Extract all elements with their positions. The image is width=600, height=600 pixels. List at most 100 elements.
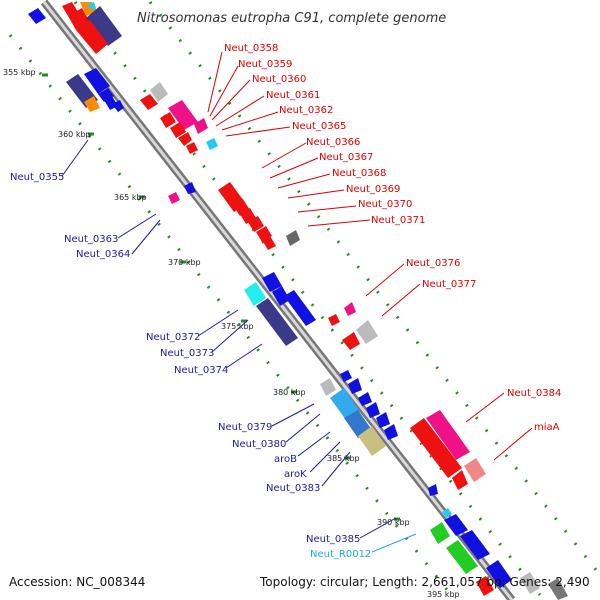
gene-label: Neut_0372 (146, 332, 200, 343)
gene-label: aroB (274, 454, 297, 465)
gene-arrow (330, 388, 360, 420)
gene-label: aroK (284, 469, 307, 480)
gene-features (28, 2, 568, 600)
gene-arrow (86, 6, 122, 46)
gene-arrow (444, 514, 468, 536)
gene-arrow (178, 132, 192, 146)
gene-arrow (464, 458, 486, 482)
gene-label: Neut_0379 (218, 422, 272, 433)
gene-label-rna: Neut_R0012 (310, 549, 371, 560)
gene-label: miaA (534, 422, 560, 433)
gene-arrow (286, 230, 300, 246)
gene-arrow (76, 20, 108, 54)
gene-label: Neut_0362 (279, 105, 333, 116)
gene-arrow (248, 216, 264, 232)
gene-label: Neut_0371 (371, 215, 425, 226)
tick-label: 375 kbp (221, 322, 254, 331)
gene-label: Neut_0370 (358, 199, 412, 210)
gene-arrow (256, 298, 298, 346)
leader-line-rna (371, 533, 417, 553)
gene-arrow (520, 572, 540, 594)
gene-arrow (358, 426, 386, 456)
gene-label: Neut_0374 (174, 365, 228, 376)
gene-arrow (184, 182, 196, 194)
tick-label: 380 kbp (273, 388, 306, 397)
gene-arrow (168, 192, 180, 204)
gene-label: Neut_0358 (224, 43, 278, 54)
gene-arrow (476, 576, 494, 596)
gene-arrow (194, 118, 208, 134)
gene-arrow (442, 508, 452, 518)
gene-arrow (452, 470, 468, 490)
gene-arrow (410, 418, 462, 478)
gene-label: Neut_0373 (160, 348, 214, 359)
gene-arrow (272, 286, 290, 306)
gene-arrow (244, 282, 266, 306)
tick-label: 355 kbp (3, 68, 36, 77)
gene-arrow (62, 2, 78, 16)
gene-label: Neut_0377 (422, 279, 476, 290)
gene-arrow (446, 540, 478, 574)
gene-arrow (428, 484, 438, 496)
gene-arrow (98, 88, 114, 102)
gene-label: Neut_0366 (306, 137, 360, 148)
gene-arrow (340, 370, 352, 382)
gene-arrow (84, 96, 100, 112)
gene-label: Neut_0365 (292, 121, 346, 132)
gene-arrow (328, 314, 340, 326)
gene-label: Neut_0376 (406, 258, 460, 269)
gene-arrow (206, 138, 218, 150)
leader-lines-right (207, 51, 533, 461)
accession-label: Accession: NC_008344 (9, 575, 145, 589)
tick-label: 365 kbp (114, 193, 147, 202)
tick-label: 390 kbp (377, 518, 410, 527)
gene-arrow (284, 290, 316, 326)
gene-arrow (320, 378, 336, 396)
gene-arrow (112, 100, 124, 112)
gene-arrow (356, 320, 378, 344)
gene-arrow (460, 530, 490, 560)
gene-arrow (358, 392, 372, 406)
gene-label: Neut_0359 (238, 59, 292, 70)
gene-arrow (160, 112, 176, 128)
gene-arrow (342, 332, 360, 350)
gene-labels-left: Neut_0355 Neut_0363 Neut_0364 Neut_0372 … (10, 172, 371, 560)
gene-label: Neut_0364 (76, 249, 130, 260)
gene-arrow (150, 82, 168, 102)
gene-arrow (140, 94, 158, 110)
leader-lines-left (61, 139, 397, 539)
gene-label: Neut_0363 (64, 234, 118, 245)
gene-arrow (430, 522, 450, 544)
tick-marks (42, 73, 400, 521)
gene-label: Neut_0385 (306, 534, 360, 545)
gene-arrow (376, 412, 390, 428)
tick-label: 385 kbp (327, 454, 360, 463)
gene-arrow (366, 402, 380, 418)
gene-label: Neut_0368 (332, 168, 386, 179)
gene-arrow (168, 100, 198, 130)
topology-summary: Topology: circular; Length: 2,661,057 bp… (259, 575, 590, 589)
map-title: Nitrosomonas eutropha C91, complete geno… (137, 11, 446, 26)
gene-arrow (88, 2, 96, 10)
gene-arrow (186, 142, 198, 154)
gene-labels-right: Neut_0358 Neut_0359 Neut_0360 Neut_0361 … (224, 43, 561, 433)
tick-labels: 355 kbp 360 kbp 365 kbp 370 kbp 375 kbp … (3, 68, 460, 599)
gene-label: Neut_0384 (507, 388, 561, 399)
gene-label: Neut_0380 (232, 439, 286, 450)
gene-arrow (348, 378, 362, 394)
gene-arrow (384, 424, 398, 440)
gene-arrow (262, 272, 282, 292)
gene-arrow (170, 122, 186, 138)
gene-arrow (262, 236, 276, 250)
tick-label: 395 kbp (427, 590, 460, 599)
tick-label: 360 kbp (58, 130, 91, 139)
gene-label: Neut_0367 (319, 152, 373, 163)
gene-arrow (486, 560, 512, 588)
gene-label: Neut_0369 (346, 184, 400, 195)
gene-label: Neut_0360 (252, 74, 306, 85)
tick-label: 370 kbp (168, 258, 201, 267)
gene-label: Neut_0383 (266, 483, 320, 494)
gene-arrow (426, 410, 470, 460)
gene-arrow (28, 8, 46, 24)
